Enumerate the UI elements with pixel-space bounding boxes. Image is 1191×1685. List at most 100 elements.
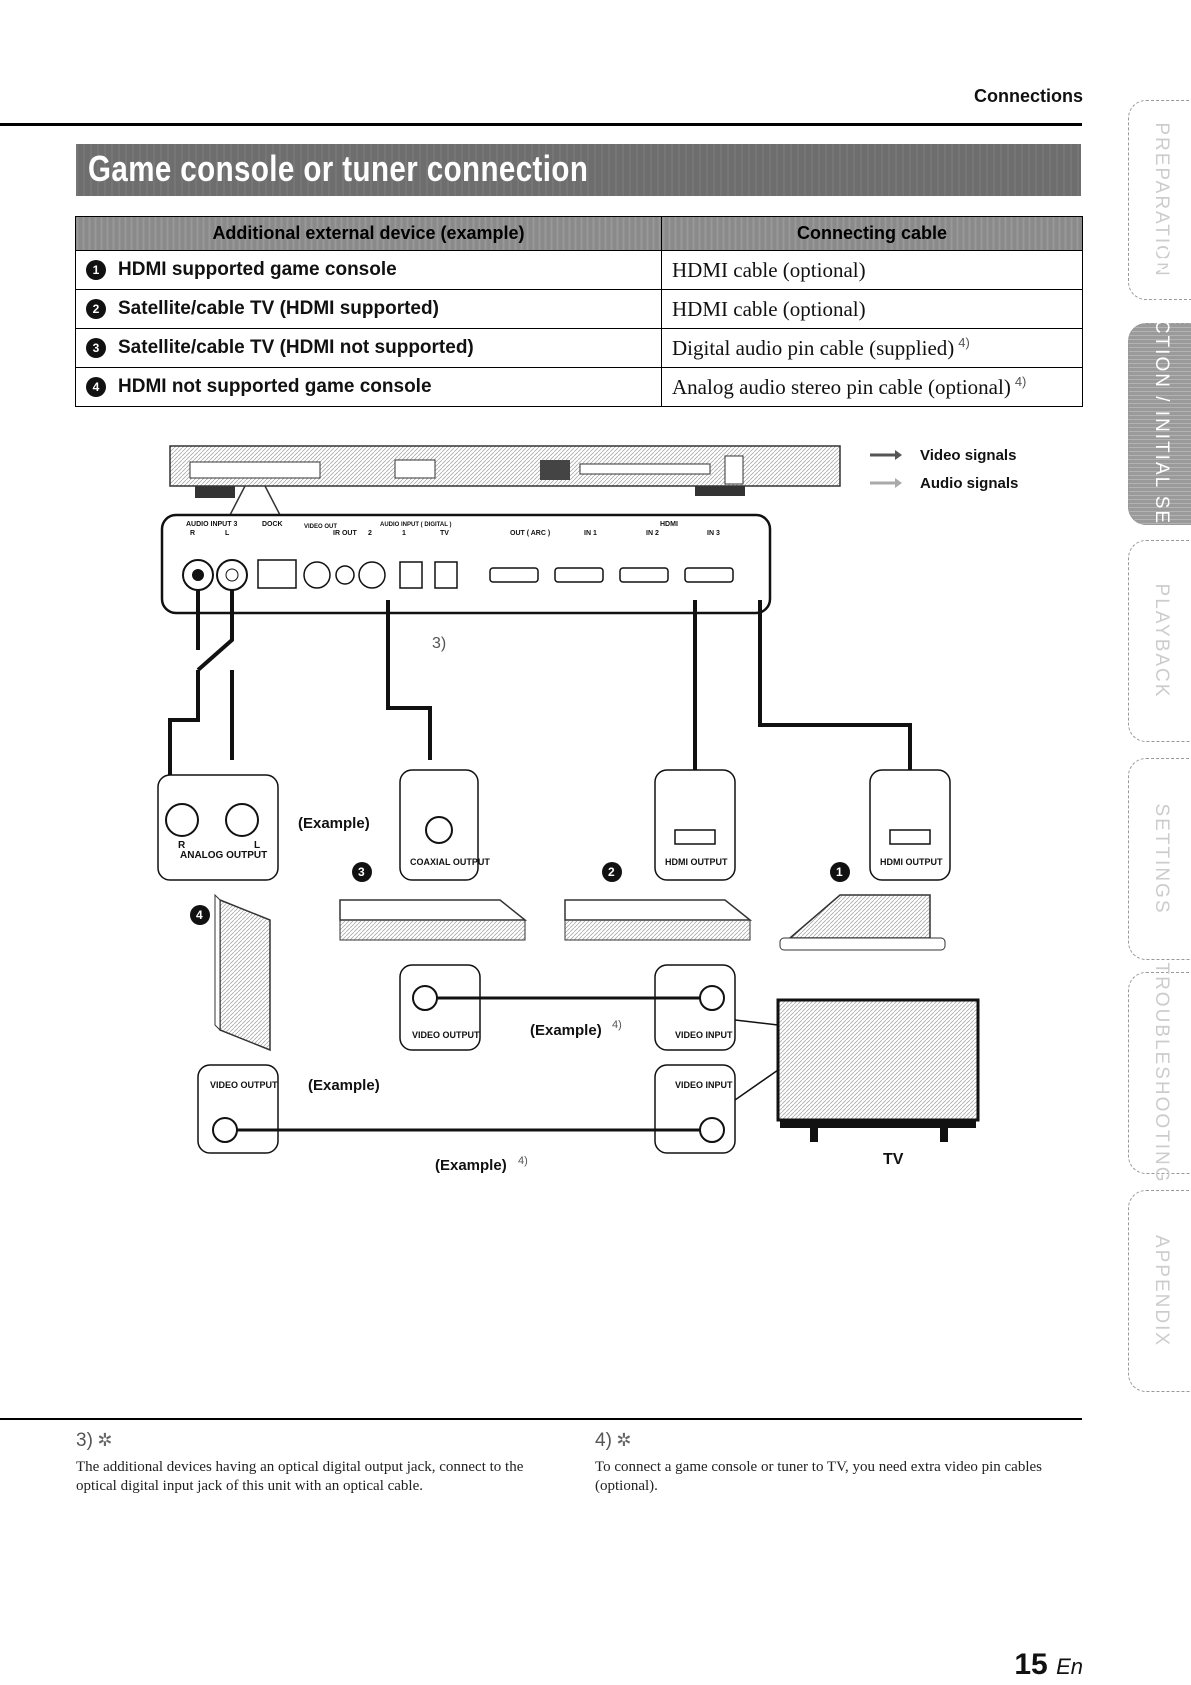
label-note-4: 4) <box>518 1155 528 1167</box>
connection-diagram: AUDIO INPUT 3 R L DOCK VIDEO OUT IR OUT … <box>157 445 1018 1174</box>
number-badge: 3 <box>86 338 106 358</box>
label-note-3: 3) <box>432 635 446 652</box>
footnote-text: To connect a game console or tuner to TV… <box>595 1459 1043 1494</box>
footnote-text: The additional devices having an optical… <box>76 1459 524 1494</box>
label-video-out: VIDEO OUT <box>304 524 337 530</box>
tab-label: PLAYBACK <box>1150 583 1172 699</box>
video-output-box-3: VIDEO OUTPUT <box>399 964 481 1051</box>
label-note-4: 4) <box>612 1019 622 1031</box>
header-device: Additional external device (example) <box>75 216 662 251</box>
label-l: L <box>225 530 230 537</box>
footnote-4: 4) ✲ To connect a game console or tuner … <box>595 1430 1085 1496</box>
tab-label: SETTINGS <box>1150 803 1172 915</box>
hdmi-output-box-2: HDMI OUTPUT <box>654 769 736 881</box>
number-badge: 1 <box>86 260 106 280</box>
video-output-box-4: VIDEO OUTPUT <box>197 1064 279 1154</box>
device-cell: 4 HDMI not supported game console <box>75 367 662 407</box>
tip-icon: ✲ <box>616 1430 632 1450</box>
sound-bar-unit <box>169 445 841 516</box>
label-r-mark: R <box>178 840 186 851</box>
badge-4: 4 <box>196 908 203 922</box>
cable-name: Digital audio pin cable (supplied) <box>672 336 955 360</box>
banner-title: Game console or tuner connection <box>88 148 589 189</box>
table-row: 3 Satellite/cable TV (HDMI not supported)… <box>75 328 1083 368</box>
label-ir-out: IR OUT <box>333 530 357 537</box>
label-out-arc: OUT ( ARC ) <box>510 530 550 537</box>
section-banner: Game console or tuner connection <box>76 144 1081 196</box>
jack-panel: AUDIO INPUT 3 R L DOCK VIDEO OUT IR OUT … <box>160 513 772 615</box>
label-video-output: VIDEO OUTPUT <box>412 1030 480 1040</box>
coaxial-output-box: COAXIAL OUTPUT <box>399 769 490 881</box>
label-audio-input-3: AUDIO INPUT 3 <box>186 521 237 528</box>
tab-settings[interactable]: SETTINGS <box>1128 758 1191 960</box>
label-hdmi: HDMI <box>660 521 678 528</box>
video-input-box-bottom: VIDEO INPUT <box>654 1064 736 1154</box>
tab-troubleshooting[interactable]: TROUBLESHOOTING <box>1128 962 1191 1184</box>
label-audio-input-digital: AUDIO INPUT ( DIGITAL ) <box>380 522 451 528</box>
label-in-3: IN 3 <box>707 530 720 537</box>
device-cell: 3 Satellite/cable TV (HDMI not supported) <box>75 328 662 368</box>
table-header-row: Additional external device (example) Con… <box>75 216 1083 251</box>
device-name: Satellite/cable TV (HDMI supported) <box>118 298 439 319</box>
device-name: Satellite/cable TV (HDMI not supported) <box>118 337 474 358</box>
label-r: R <box>190 530 195 537</box>
header-rule <box>0 123 1082 126</box>
label-digital-2: 2 <box>368 530 372 537</box>
game-console-4 <box>214 893 271 1052</box>
footnote-ref: 4) <box>1014 374 1027 389</box>
badge-1: 1 <box>836 865 843 879</box>
label-l-mark: L <box>254 840 260 851</box>
number-badge: 2 <box>86 299 106 319</box>
device-name: HDMI supported game console <box>118 259 397 280</box>
label-in-1: IN 1 <box>584 530 597 537</box>
cable-cell: Analog audio stereo pin cable (optional)… <box>661 367 1083 407</box>
cable-name: Analog audio stereo pin cable (optional) <box>672 375 1011 399</box>
tip-icon: ✲ <box>97 1430 113 1450</box>
label-coaxial-output: COAXIAL OUTPUT <box>410 857 490 867</box>
label-hdmi-output: HDMI OUTPUT <box>880 857 943 867</box>
legend-video: Video signals <box>920 447 1016 464</box>
hdmi-output-box-1: HDMI OUTPUT <box>869 769 951 881</box>
footnote-mark: 4) ✲ <box>595 1430 632 1451</box>
number-badge: 4 <box>86 377 106 397</box>
section-title: Connections <box>973 86 1083 106</box>
footnote-3: 3) ✲ The additional devices having an op… <box>76 1430 566 1496</box>
label-tv: TV <box>440 530 449 537</box>
device-cell: 1 HDMI supported game console <box>75 250 662 290</box>
cable-cell: HDMI cable (optional) <box>661 289 1083 329</box>
table-row: 2 Satellite/cable TV (HDMI supported) HDM… <box>75 289 1083 329</box>
cable-cell: HDMI cable (optional) <box>661 250 1083 290</box>
footer-rule <box>0 1418 1082 1420</box>
badge-2: 2 <box>608 865 615 879</box>
tab-preparation[interactable]: PREPARATION <box>1128 100 1191 300</box>
tab-playback[interactable]: PLAYBACK <box>1128 540 1191 742</box>
label-example: (Example) <box>530 1022 602 1039</box>
tab-appendix[interactable]: APPENDIX <box>1128 1190 1191 1392</box>
footnote-mark: 3) ✲ <box>76 1430 113 1451</box>
cable-cell: Digital audio pin cable (supplied)4) <box>661 328 1083 368</box>
video-input-box-top: VIDEO INPUT <box>654 964 736 1051</box>
satellite-box-3 <box>339 899 528 941</box>
game-console-1 <box>779 894 946 951</box>
label-in-2: IN 2 <box>646 530 659 537</box>
device-badges: 3 2 1 4 <box>190 862 850 925</box>
label-video-input: VIDEO INPUT <box>675 1030 733 1040</box>
label-digital-1: 1 <box>402 530 406 537</box>
device-cell: 2 Satellite/cable TV (HDMI supported) <box>75 289 662 329</box>
label-example: (Example) <box>298 815 370 832</box>
table-row: 4 HDMI not supported game console Analog … <box>75 367 1083 407</box>
header-cable: Connecting cable <box>661 216 1083 251</box>
badge-3: 3 <box>358 865 365 879</box>
label-video-input: VIDEO INPUT <box>675 1080 733 1090</box>
tab-connection[interactable]: CONNECTION / INITIAL SETTINGS <box>1128 241 1191 607</box>
cable-name: HDMI cable (optional) <box>672 257 866 282</box>
label-dock: DOCK <box>262 521 283 528</box>
label-example: (Example) <box>308 1077 380 1094</box>
tab-label: APPENDIX <box>1150 1234 1172 1348</box>
tab-label: TROUBLESHOOTING <box>1150 962 1172 1184</box>
device-cable-table: Additional external device (example) Con… <box>75 216 1083 407</box>
cables <box>168 590 912 780</box>
device-name: HDMI not supported game console <box>118 376 432 397</box>
footnote-ref: 4) <box>958 335 970 350</box>
analog-output-box: ANALOG OUTPUT R L <box>157 774 279 881</box>
